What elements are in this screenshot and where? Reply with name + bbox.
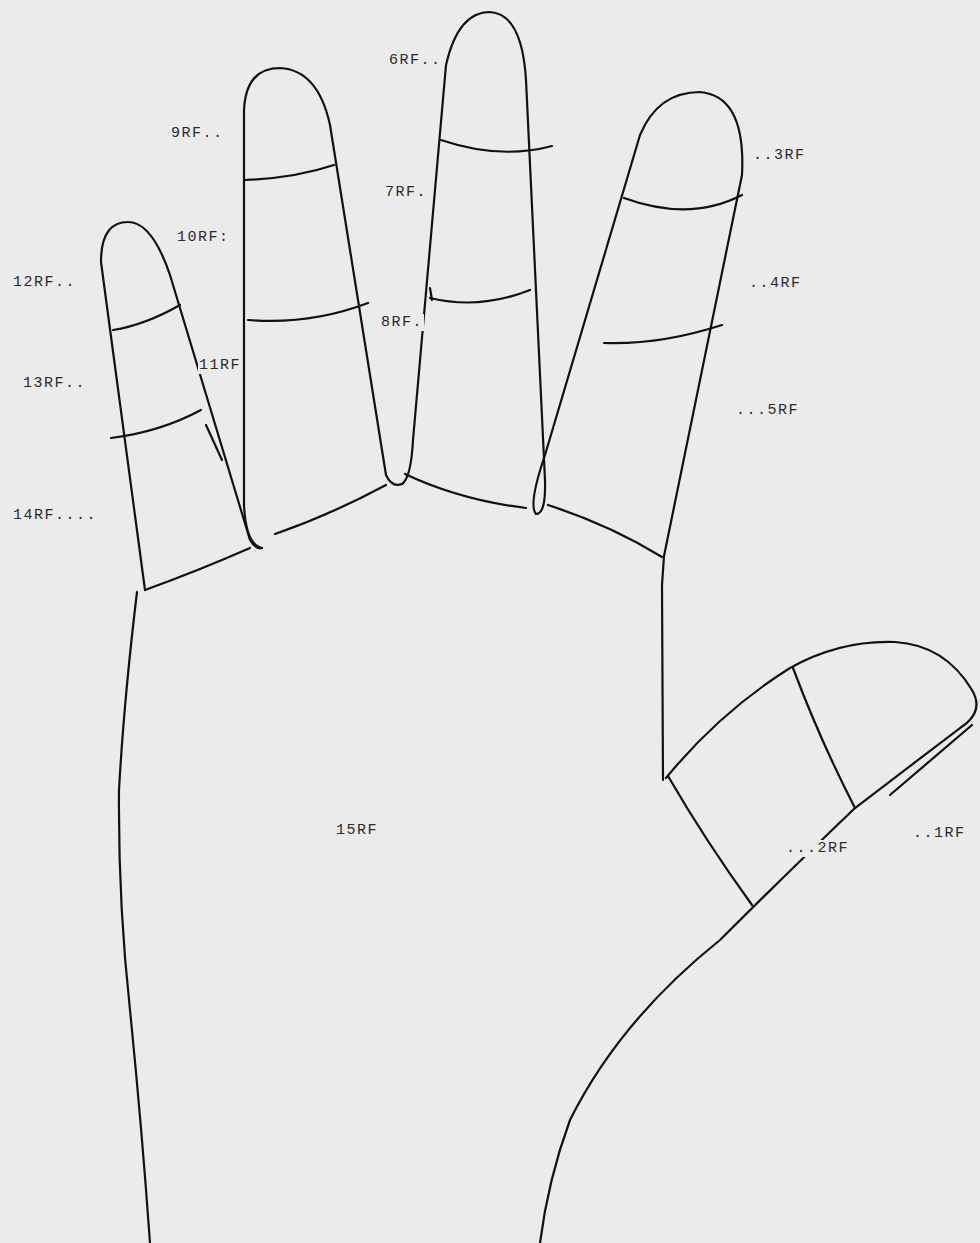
- joint-crease: [430, 288, 432, 300]
- callout-label: 9RF..: [170, 125, 225, 142]
- palm-edge: [119, 592, 150, 1243]
- callout-label: 11RF: [198, 357, 242, 374]
- callout-label: ...2RF: [785, 840, 850, 857]
- joint-crease: [604, 325, 722, 343]
- callout-label: 12RF..: [12, 274, 77, 291]
- joint-crease: [668, 776, 752, 905]
- joint-crease: [624, 195, 742, 209]
- thumb-outline: [540, 642, 976, 1243]
- callout-label: 7RF.: [384, 184, 428, 201]
- finger-outline: [101, 222, 262, 590]
- callout-label: 6RF..: [388, 52, 443, 69]
- callout-label: ..1RF: [912, 825, 967, 842]
- joint-crease: [111, 410, 201, 438]
- callout-label: 14RF....: [12, 507, 98, 524]
- joint-crease: [430, 290, 530, 303]
- thumb-nail: [890, 725, 972, 795]
- finger-outline: [533, 92, 742, 556]
- callout-label: ..4RF: [748, 275, 803, 292]
- palm-crease: [405, 474, 526, 508]
- palm-edge: [662, 556, 664, 780]
- joint-crease: [248, 303, 368, 321]
- palm-crease: [548, 505, 662, 557]
- callout-label: 8RF.: [380, 314, 424, 331]
- palm-crease: [275, 485, 386, 534]
- callout-label: ..3RF: [752, 147, 807, 164]
- finger-outline: [402, 12, 545, 514]
- palm-crease: [145, 548, 250, 590]
- joint-crease: [441, 140, 552, 152]
- joint-crease: [793, 668, 855, 808]
- callout-label: ...5RF: [735, 402, 800, 419]
- joint-crease: [113, 305, 180, 330]
- callout-label: 15RF: [335, 822, 379, 839]
- callout-label: 13RF..: [22, 375, 87, 392]
- callout-label: 10RF:: [176, 229, 231, 246]
- joint-crease: [245, 165, 334, 180]
- finger-outline: [244, 68, 402, 548]
- joint-crease: [206, 425, 222, 460]
